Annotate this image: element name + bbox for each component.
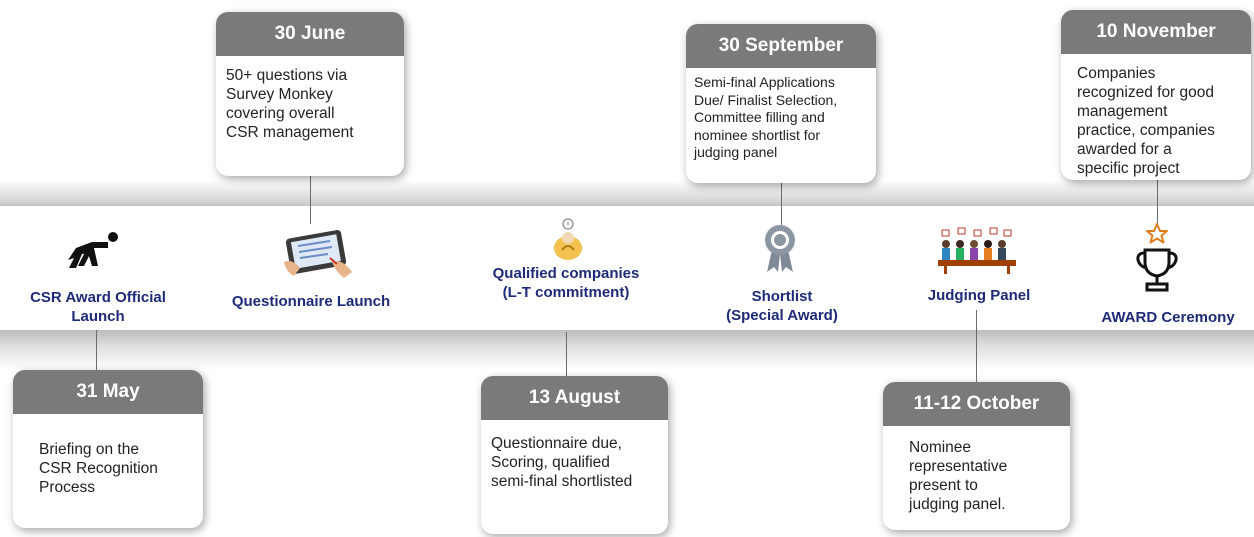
card-text: Nominee representative present to judgin… (909, 439, 1008, 513)
card-text: 50+ questions via Survey Monkey covering… (226, 67, 354, 141)
date-card: 30 September Semi-final Applications Due… (686, 24, 876, 183)
card-text: Briefing on the CSR Recognition Process (39, 441, 158, 496)
card-date: 31 May (13, 370, 203, 414)
milestone-label-award: AWARD Ceremony (1101, 309, 1235, 326)
card-date: 30 June (216, 12, 404, 56)
timeline-band-top (0, 180, 1254, 208)
card-date: 10 November (1061, 10, 1251, 54)
award-ribbon-icon (765, 225, 795, 272)
connector-line (1157, 180, 1158, 224)
milestone-label-judging: Judging Panel (927, 287, 1031, 304)
timeline-band (0, 206, 1254, 330)
connector-line (566, 332, 567, 378)
milestone-label-shortlist: Shortlist (Special Award) (726, 288, 838, 324)
date-card: 13 August Questionnaire due, Scoring, qu… (481, 376, 668, 534)
thinking-person-icon (554, 218, 582, 260)
date-card: 10 November Companies recognized for goo… (1061, 10, 1251, 180)
card-text: Semi-final Applications Due/ Finalist Se… (694, 74, 838, 160)
tablet-survey-icon (284, 230, 352, 278)
card-date: 13 August (481, 376, 668, 420)
card-date: 11-12 October (883, 382, 1070, 426)
milestone-label-launch: CSR Award Official Launch (30, 289, 166, 325)
connector-line (96, 330, 97, 372)
milestone-label-questionnaire: Questionnaire Launch (231, 293, 391, 310)
milestone-label-qualified: Qualified companies (L-T commitment) (492, 265, 640, 301)
judging-panel-icon (938, 227, 1016, 274)
date-card: 11-12 October Nominee representative pre… (883, 382, 1070, 530)
connector-line (781, 183, 782, 225)
card-text: Companies recognized for good management… (1077, 65, 1215, 177)
runner-start-icon (68, 232, 118, 268)
trophy-icon (1136, 223, 1178, 292)
date-card: 31 May Briefing on the CSR Recognition P… (13, 370, 203, 528)
date-card: 30 June 50+ questions via Survey Monkey … (216, 12, 404, 176)
connector-line (976, 310, 977, 382)
timeline-band-bottom (0, 330, 1254, 370)
connector-line (310, 176, 311, 224)
card-date: 30 September (686, 24, 876, 68)
card-text: Questionnaire due, Scoring, qualified se… (491, 435, 633, 490)
